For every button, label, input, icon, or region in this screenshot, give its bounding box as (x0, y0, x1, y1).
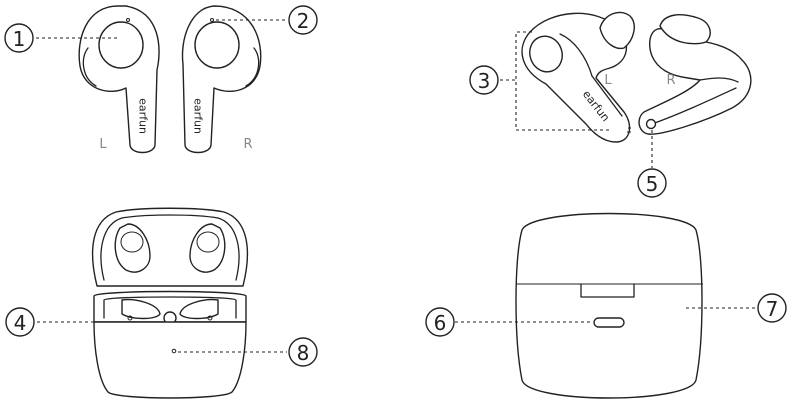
usb-c-port (594, 318, 624, 327)
callout-4-number: 4 (14, 311, 27, 335)
charging-case-open (93, 208, 248, 398)
earbud-left-front: earfun (79, 6, 159, 153)
label-left-front: L (99, 137, 107, 152)
callout-7-number: 7 (766, 297, 779, 321)
callout-2-number: 2 (297, 9, 310, 33)
label-right-side: R (666, 73, 675, 88)
label-right-front: R (243, 137, 252, 152)
label-left-side: L (604, 73, 612, 88)
callout-3-number: 3 (478, 69, 491, 93)
charging-case-closed (516, 214, 703, 399)
callout-6-number: 6 (434, 311, 447, 335)
callout-1-number: 1 (13, 27, 26, 51)
callout-8-number: 8 (297, 341, 310, 365)
earbud-right-front: earfun (182, 6, 260, 153)
brand-logo-right: earfun (192, 98, 205, 134)
earbud-left-side: earfun (522, 12, 634, 142)
brand-logo-left: earfun (137, 98, 150, 134)
callout-5-number: 5 (646, 172, 659, 196)
earbud-right-side (639, 15, 751, 134)
